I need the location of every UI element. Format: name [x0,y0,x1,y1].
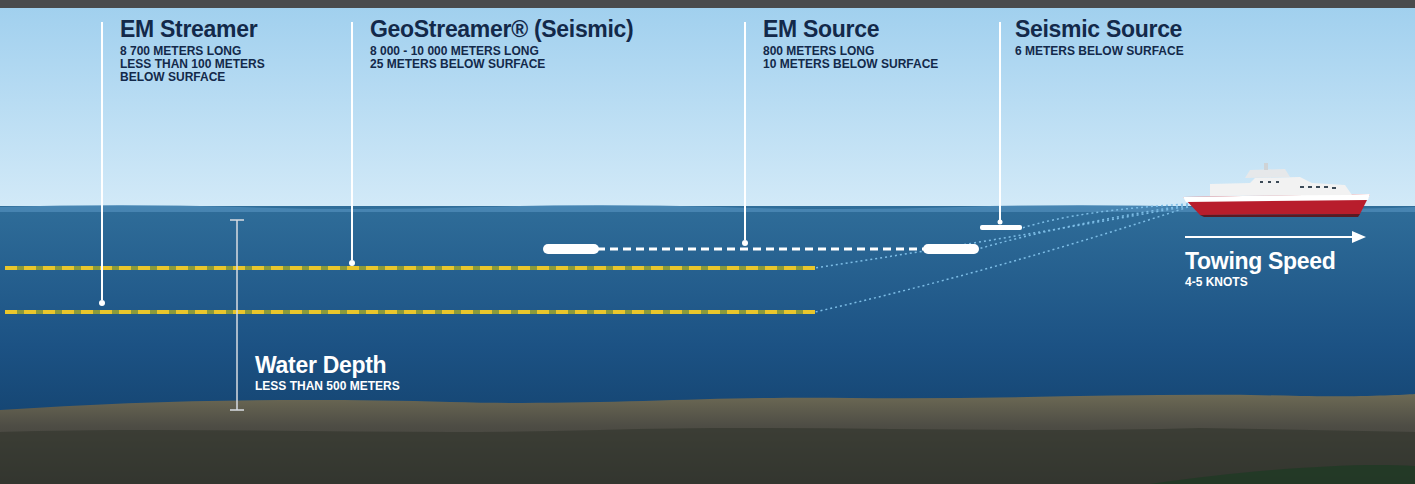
part-spec: 800 METERS LONG [763,45,874,58]
part-title: Seismic Source [1015,16,1182,42]
geostreamer [5,268,815,269]
part-spec: LESS THAN 100 METERS BELOW SURFACE [120,58,270,84]
part-title: EM Source [763,16,879,42]
top-band [0,0,1415,8]
seabed-layer [1150,465,1415,484]
part-spec: 8 000 - 10 000 METERS LONG [370,45,539,58]
em-streamer [5,312,815,313]
survey-vessel [1183,163,1370,217]
part-title: EM Streamer [120,16,257,42]
part-spec: 8 700 METERS LONG [120,45,241,58]
seabed [0,394,1415,484]
dimension-value: LESS THAN 500 METERS [255,380,400,393]
leader-dots [99,220,1003,307]
sky [0,0,1415,210]
part-spec: 25 METERS BELOW SURFACE [370,58,545,71]
speed-value: 4-5 KNOTS [1185,276,1248,289]
tow-lines [815,204,1188,312]
seismic-source [980,225,1022,230]
part-spec: 6 METERS BELOW SURFACE [1015,45,1184,58]
towing-arrow [1185,231,1366,243]
depth-bracket [230,220,244,410]
part-spec: 10 METERS BELOW SURFACE [763,58,938,71]
part-title: GeoStreamer® (Seismic) [370,16,633,42]
dimension-title: Water Depth [255,352,386,378]
seabed-layer [0,428,1415,484]
em-source [543,244,979,254]
speed-title: Towing Speed [1185,248,1336,274]
sea [0,206,1415,484]
